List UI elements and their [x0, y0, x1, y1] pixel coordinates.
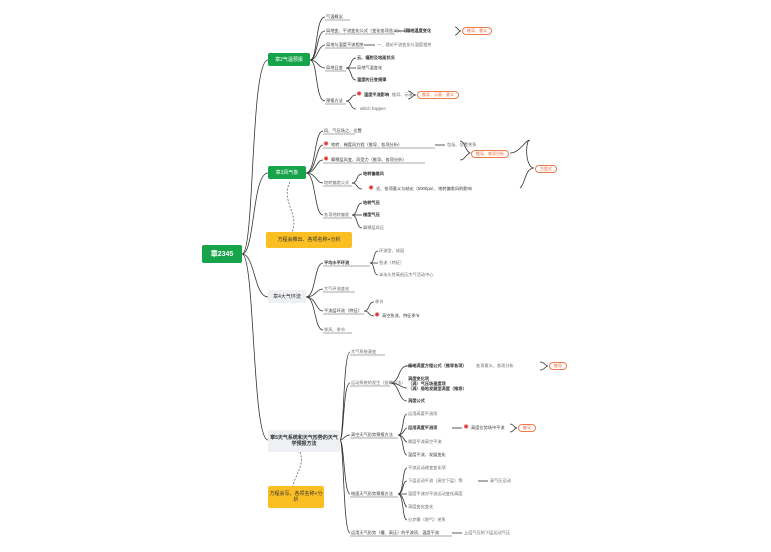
c3-item[interactable]: 地转、梯度风方程（推导、各项分析） [331, 142, 403, 147]
c5-item[interactable]: 厚度平流高空平流 [408, 439, 442, 444]
c4-item[interactable]: 季节 [375, 299, 384, 304]
c5-item[interactable]: 高气压运动 [490, 478, 511, 483]
c5-item[interactable]: 各项意义、各项分析 [476, 363, 514, 368]
star-icon: ✹ [356, 91, 362, 98]
c2-item[interactable]: 一、理论平流变化与温度相关 [377, 42, 432, 47]
c3-item[interactable]: 地转气压 [363, 200, 380, 205]
c5-item[interactable]: 分步骤（地气）关系 [408, 517, 446, 522]
c3-item[interactable]: 摩擦层风变、风受力（推导、各项分析） [331, 157, 407, 162]
c3-item[interactable]: 摩擦层风压 [363, 225, 384, 230]
chapter-5-node[interactable]: 章5天气系统和天气形势的天气学预报方法 [268, 430, 340, 452]
c5-item[interactable]: 涡度公式 [408, 398, 425, 403]
c5-item[interactable]: （涡）气压场速度项 [408, 381, 446, 386]
c5-item[interactable]: 涡度变化项 [408, 376, 429, 381]
star-icon: ✹ [374, 312, 380, 319]
c2-item[interactable]: 推导、示意 [392, 92, 413, 97]
c2-item[interactable]: 温度平流影响 [364, 92, 390, 97]
c3-item[interactable]: 式、各项意义与结论（500hpa）、地转偏差风的影响 [376, 186, 472, 191]
c5-tag: 推导 [518, 424, 536, 432]
c4-item[interactable]: 大气环流变化 [324, 286, 350, 291]
chapter-2-node[interactable]: 章2气温预报 [268, 53, 310, 66]
c3-big-tag: 方程式 [535, 165, 557, 173]
c2-item[interactable]: 局地日变 [326, 65, 343, 70]
c5-item[interactable]: 运动系统的发生（各种方法） [351, 380, 406, 385]
c3-item[interactable]: 地转偏差风 [363, 171, 384, 176]
c4-item[interactable]: 环流型、成因 [379, 248, 405, 253]
c3-tag: 推导、各项分析 [471, 150, 509, 158]
star-icon: ✹ [323, 141, 329, 148]
c2-item[interactable]: 气温概念 [326, 14, 343, 19]
c2-item[interactable]: 局地气温变化 [357, 65, 383, 70]
c5-tag: 推导 [549, 362, 567, 370]
chapter-3-note[interactable]: 方程会推出、各项名称+分析 [266, 232, 352, 248]
c2-item[interactable]: 局地温度变化 [406, 28, 432, 33]
chapter-4-node[interactable]: 章4大气环流 [268, 290, 306, 303]
c5-item[interactable]: 地面天气形势预报方法 [351, 491, 393, 496]
c4-item[interactable]: 半永久性高低压大气活动中心 [379, 272, 434, 277]
c5-item[interactable]: 高度位势场中平流 [471, 425, 505, 430]
c4-item[interactable]: 平均水平环流 [324, 260, 350, 265]
c5-item[interactable]: 运用涡度平流项 [408, 425, 438, 430]
chapter-5-note[interactable]: 方程会写，各项名称+分析 [268, 486, 324, 508]
c5-item[interactable]: 高空天气形势预报方法 [351, 432, 393, 437]
c4-item[interactable]: 平流层环流（特征） [324, 308, 362, 313]
c4-item[interactable]: 季风、季节 [324, 327, 345, 332]
c2-item[interactable]: 局地变、平流变化公式（变化各项含义）、意义 [326, 28, 412, 33]
c4-item[interactable]: 高空急流、特征季节 [382, 313, 420, 318]
c3-item[interactable]: 地转偏差公式 [324, 180, 350, 185]
chapter-3-node[interactable]: 章3风气象 [268, 166, 306, 179]
c5-item[interactable]: 温度平流、发展变化 [408, 452, 446, 457]
c3-item[interactable]: 各项地转偏差 [324, 212, 350, 217]
c5-item[interactable]: （涡）局地发展型涡度（推导） [408, 386, 467, 391]
star-icon: ✹ [368, 185, 374, 192]
c2-tag: 推导、示意、意义 [417, 91, 459, 99]
c2-item[interactable]: 预报方法 [326, 98, 343, 103]
c5-item[interactable]: 温度平流对平流运动变化高度 [408, 491, 463, 496]
star-icon: ✹ [323, 156, 329, 163]
c5-item[interactable]: 上层气压的下层运动气压 [464, 530, 511, 535]
star-icon: ✹ [463, 424, 469, 431]
c5-item[interactable]: 平流运动改变变化项 [408, 465, 446, 470]
c2-item[interactable]: which happen [360, 106, 386, 111]
c2-item[interactable]: 局地与温度平流相关 [326, 42, 364, 47]
c2-tag: 推导、意义 [462, 27, 492, 35]
root-node[interactable]: 章2345 [202, 245, 242, 263]
c3-item[interactable]: 风、气压场之、位置 [324, 128, 362, 133]
c5-item[interactable]: 下层运动平流（高空下层）等 [408, 478, 463, 483]
c5-item[interactable]: 涡度变化变化 [408, 504, 434, 509]
c5-item[interactable]: 运用高度平流项 [408, 411, 438, 416]
c2-item[interactable]: 云、辐射及地面状况 [357, 55, 395, 60]
c2-item[interactable]: 温度的日变规律 [357, 77, 387, 82]
c3-item[interactable]: 梯度气压 [363, 212, 380, 217]
c5-item[interactable]: 运用天气形势（槽、高压）的平流项、温度平流 [351, 530, 439, 535]
c4-item[interactable]: 急流（特征） [379, 260, 405, 265]
c5-item[interactable]: 大气系统演变 [351, 349, 377, 354]
c5-item[interactable]: 局地涡度方程公式（推导各项） [408, 363, 467, 368]
c3-item[interactable]: 包括、位置关系 [447, 142, 477, 147]
